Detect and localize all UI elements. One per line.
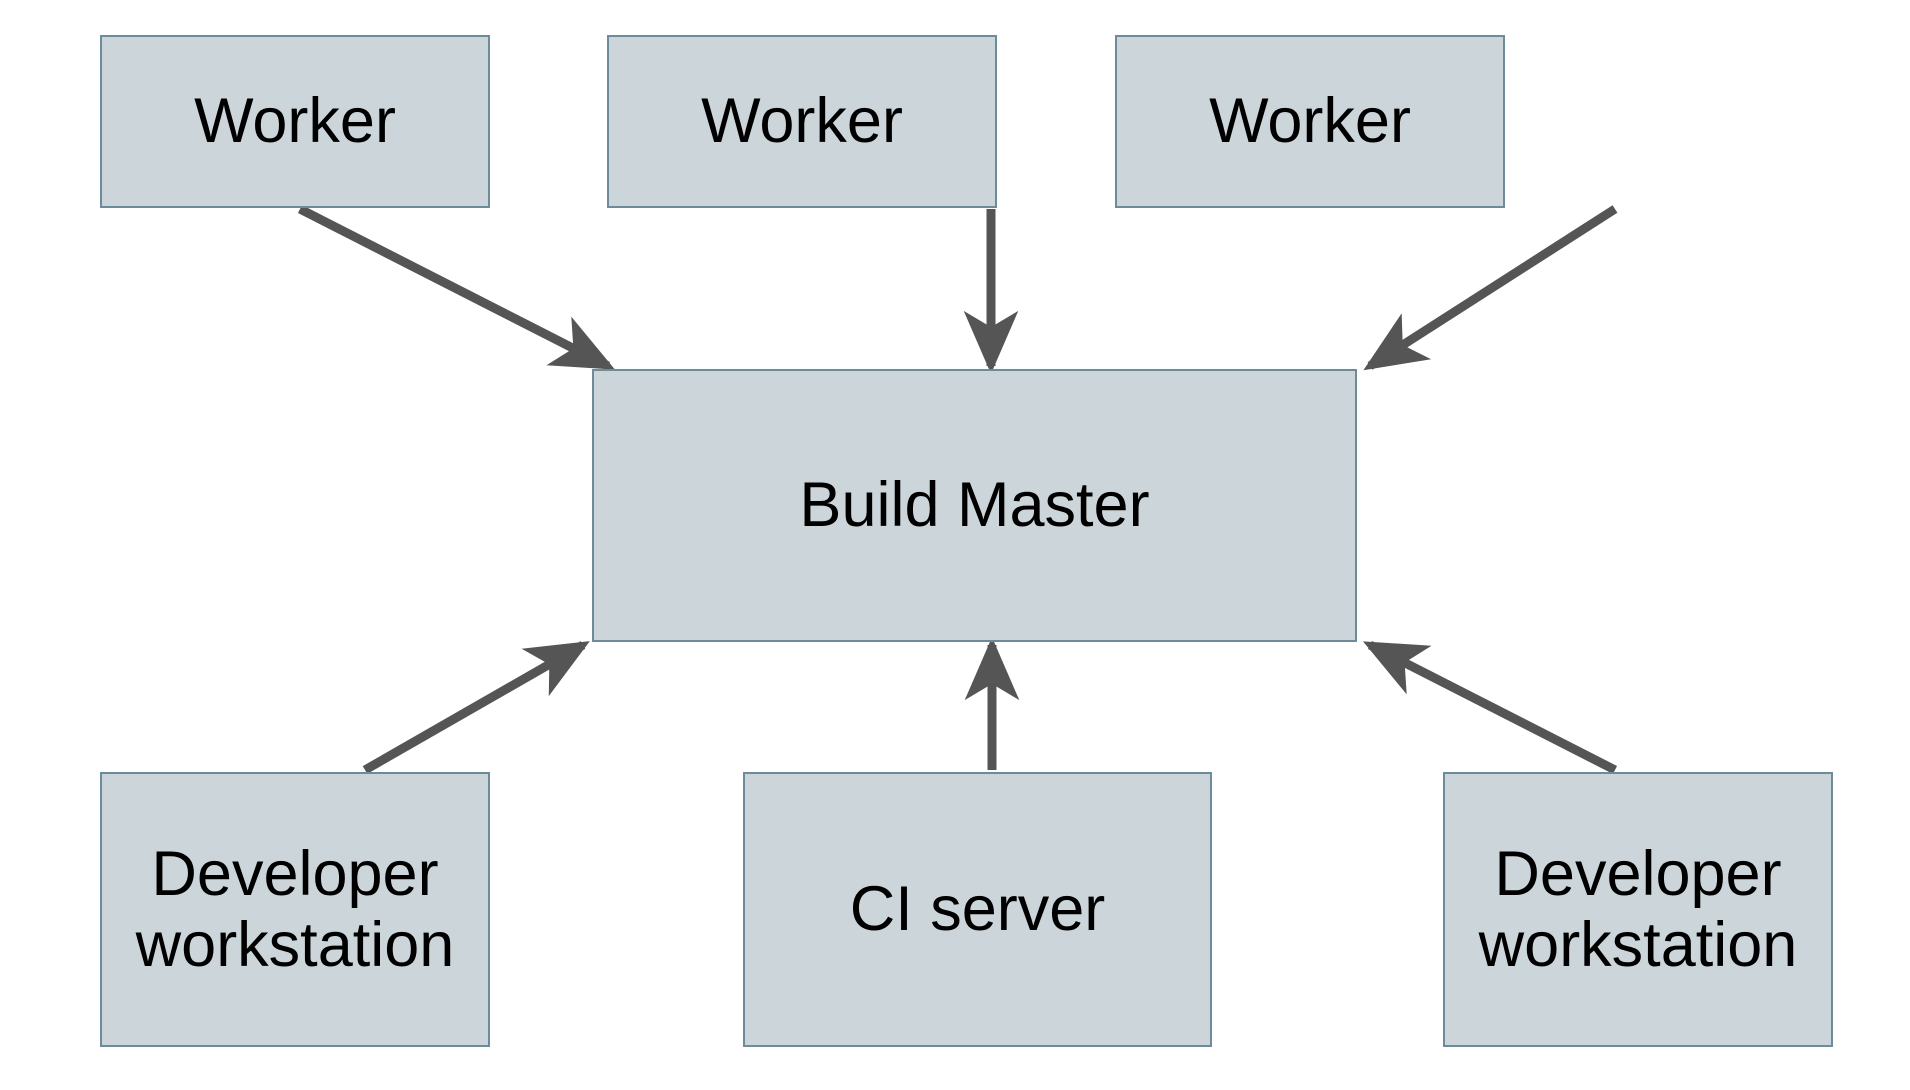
node-worker-2-label: Worker xyxy=(701,86,903,157)
node-build-master-label: Build Master xyxy=(799,470,1150,541)
node-developer-workstation-left[interactable]: Developer workstation xyxy=(100,772,490,1047)
node-worker-3-label: Worker xyxy=(1209,86,1411,157)
edge-dev1-to-master xyxy=(362,641,590,774)
node-worker-3[interactable]: Worker xyxy=(1115,35,1505,208)
edge-worker3-to-master xyxy=(1363,205,1618,371)
node-worker-2[interactable]: Worker xyxy=(607,35,997,208)
edge-dev2-to-master xyxy=(1362,640,1618,775)
node-worker-1[interactable]: Worker xyxy=(100,35,490,208)
node-developer-workstation-left-label: Developer workstation xyxy=(135,838,455,980)
node-ci-server[interactable]: CI server xyxy=(743,772,1212,1047)
node-build-master[interactable]: Build Master xyxy=(592,369,1357,642)
edge-worker1-to-master xyxy=(297,204,616,371)
node-developer-workstation-right-label: Developer workstation xyxy=(1478,838,1798,980)
node-ci-server-label: CI server xyxy=(849,874,1106,945)
node-worker-1-label: Worker xyxy=(194,86,396,157)
node-developer-workstation-right[interactable]: Developer workstation xyxy=(1443,772,1833,1047)
